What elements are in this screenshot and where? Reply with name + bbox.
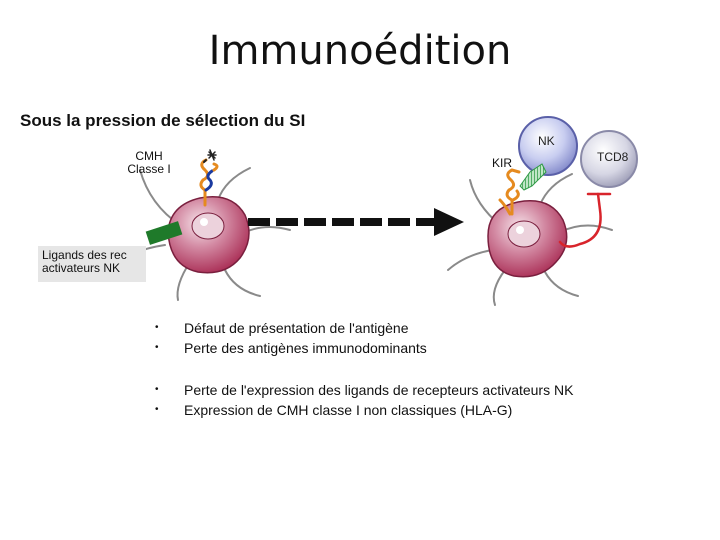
tcd8-label: TCD8 — [597, 150, 629, 164]
bullet-list: Défaut de présentation de l'antigène Per… — [155, 318, 573, 442]
tcd8-cell — [580, 130, 638, 188]
list-item: Expression de CMH classe I non classique… — [155, 400, 573, 420]
list-item: Perte des antigènes immunodominants — [155, 338, 573, 358]
mhc-class-i — [199, 149, 219, 207]
page-title: Immunoédition — [208, 28, 512, 74]
list-item: Défaut de présentation de l'antigène — [155, 318, 573, 338]
nk-cell — [518, 116, 578, 176]
tcd8-receptor — [558, 192, 612, 248]
tumor-cell-right — [447, 173, 613, 306]
bullet-group-1: Défaut de présentation de l'antigène Per… — [155, 318, 573, 358]
kir-label: KIR — [492, 156, 513, 170]
kir-receptor — [519, 163, 547, 191]
nk-activating-ligand — [145, 221, 183, 245]
subtitle: Sous la pression de sélection du SI — [20, 111, 306, 130]
ligands-label: Ligands des rec activateurs NK — [38, 246, 146, 282]
bullet-group-2: Perte de l'expression des ligands de rec… — [155, 380, 573, 420]
dashed-arrow — [248, 208, 464, 236]
tumor-cell-left — [111, 167, 291, 301]
nk-label: NK — [538, 134, 555, 148]
hla-g-molecule — [498, 168, 521, 216]
cmh-classe-i-label: CMH Classe I — [127, 149, 171, 176]
list-item: Perte de l'expression des ligands de rec… — [155, 380, 573, 400]
